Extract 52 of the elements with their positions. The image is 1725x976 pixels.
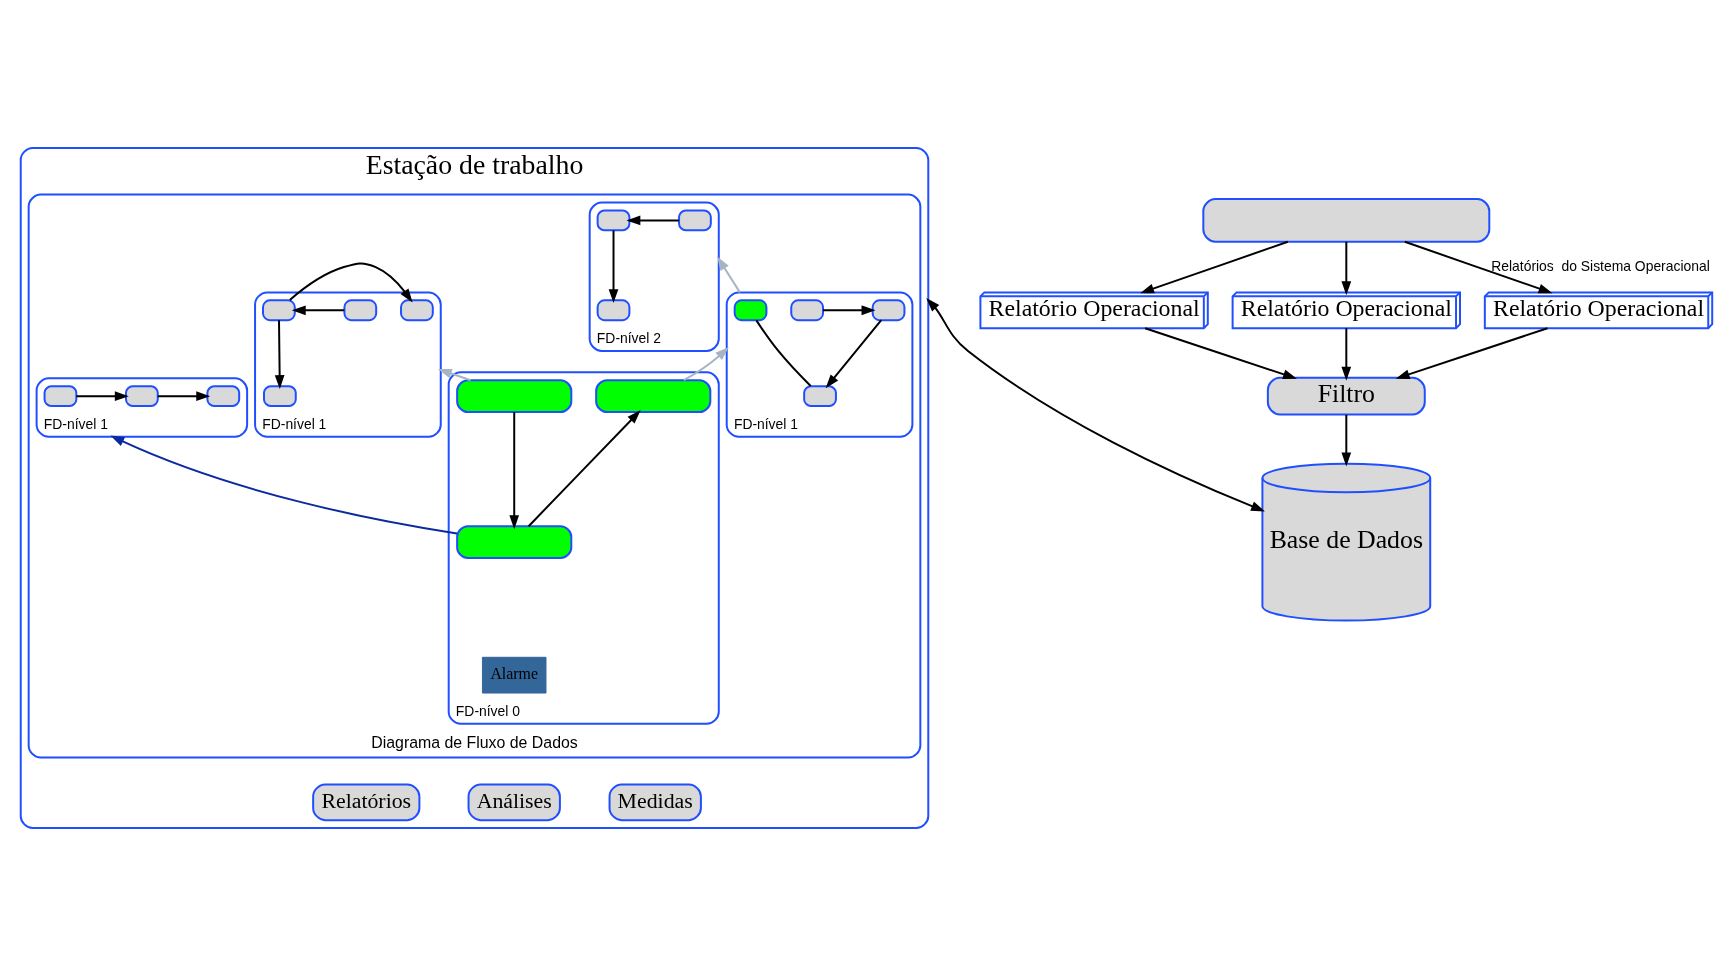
node-box xyxy=(263,385,297,408)
node-box xyxy=(1202,198,1491,243)
arrow xyxy=(291,305,346,316)
node-box xyxy=(803,385,837,408)
connector xyxy=(755,319,812,388)
node-box xyxy=(456,525,573,559)
arrow xyxy=(509,411,520,530)
arrow xyxy=(626,215,680,226)
node-box xyxy=(596,209,631,232)
node-box xyxy=(262,299,296,322)
arrow xyxy=(1403,240,1553,294)
arrow xyxy=(926,297,1265,512)
cluster: FD-nível 1 xyxy=(254,291,442,438)
edge-label: Relatórios do Sistema Operacional xyxy=(1491,257,1710,274)
arrow xyxy=(608,229,619,304)
node-box xyxy=(678,209,712,232)
node-box xyxy=(733,299,768,322)
node-box: Medidas xyxy=(608,783,702,822)
arrow xyxy=(1395,327,1549,379)
arrow xyxy=(110,435,458,535)
node-box xyxy=(595,379,712,414)
node-box: Relatórios xyxy=(312,783,421,822)
arrow xyxy=(75,391,129,402)
arrow xyxy=(437,368,472,382)
arrow xyxy=(1341,327,1352,381)
cluster: FD-nível 2 xyxy=(588,201,720,352)
node-box xyxy=(43,385,78,408)
arrow xyxy=(1140,240,1289,294)
node-box xyxy=(790,299,825,322)
node-box: Filtro xyxy=(1266,376,1426,416)
arrow xyxy=(682,346,729,382)
node-box xyxy=(400,299,434,322)
arrow xyxy=(288,262,413,303)
arrow xyxy=(825,319,883,389)
cluster: FD-nível 1 xyxy=(35,377,249,438)
arrow xyxy=(527,410,641,528)
arrow xyxy=(156,391,211,402)
node-box xyxy=(596,299,631,322)
cluster: FD-nível 1 xyxy=(725,291,914,438)
node-box xyxy=(125,385,159,408)
arrow xyxy=(1341,240,1352,296)
arrow xyxy=(274,319,285,389)
node-box: Alarme xyxy=(481,656,547,694)
node-box xyxy=(343,299,378,322)
arrow xyxy=(1144,327,1297,379)
arrow xyxy=(717,256,741,294)
node-box xyxy=(206,385,241,408)
node-box xyxy=(456,379,573,414)
arrow xyxy=(1341,413,1352,467)
node-box xyxy=(871,299,906,322)
arrow xyxy=(822,305,876,316)
node-box: Análises xyxy=(467,783,561,822)
